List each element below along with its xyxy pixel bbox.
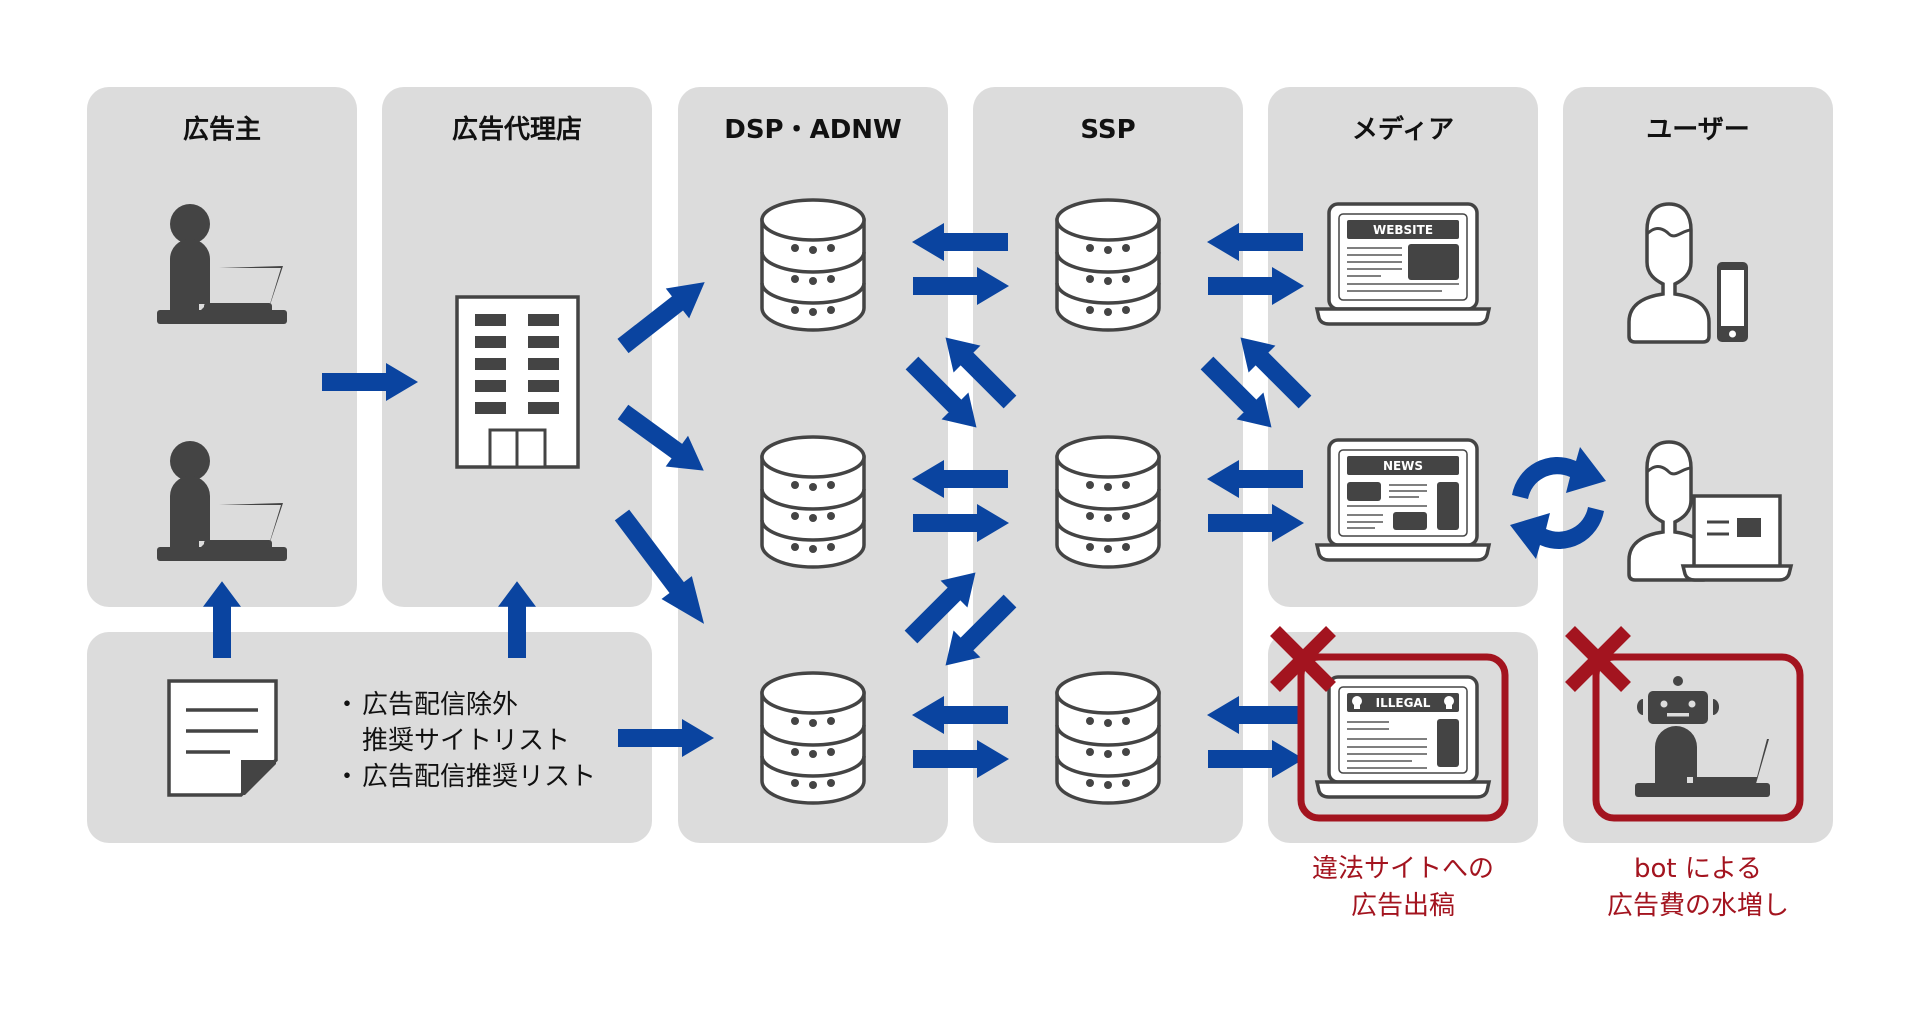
list-bullet: ・	[334, 690, 360, 720]
x-mark-icon	[1270, 626, 1336, 692]
office-building-icon	[455, 295, 580, 469]
column-title-agency: 広告代理店	[452, 114, 582, 145]
bot-at-desk-icon	[1635, 676, 1770, 797]
user-with-smartphone-icon	[1627, 202, 1748, 344]
ssp-server-icon	[1055, 435, 1161, 569]
ssp-server-icon	[1055, 198, 1161, 332]
ssp-server-icon	[1055, 671, 1161, 805]
risk-caption-bot-line2: 広告費の水増し	[1607, 891, 1789, 921]
dsp-server-icon	[760, 671, 866, 805]
list-item-exclusion-line1: 広告配信除外	[362, 690, 518, 720]
risk-caption-bot-line1: bot による	[1634, 854, 1762, 884]
risk-caption-illegal-line2: 広告出稿	[1351, 891, 1455, 921]
dsp-server-icon	[760, 198, 866, 332]
list-item: ・ 広告配信除外 推奨サイトリスト	[334, 690, 570, 756]
user-with-laptop-icon	[1627, 440, 1794, 582]
news-laptop-icon: NEWS	[1315, 438, 1491, 562]
warning-frame-bot	[1592, 653, 1804, 822]
panel-advertiser	[87, 87, 357, 607]
skull-icon	[1352, 696, 1454, 709]
column-title-ssp: SSP	[1080, 115, 1135, 145]
site-label-illegal: ILLEGAL	[1376, 696, 1431, 710]
column-title-media: メディア	[1352, 114, 1454, 145]
illegal-site-laptop-icon: ILLEGAL	[1315, 675, 1491, 799]
refresh-cycle-icon	[1510, 447, 1606, 559]
website-laptop-icon: WEBSITE	[1315, 202, 1491, 326]
site-label-news: NEWS	[1383, 459, 1423, 473]
list-item-exclusion-line2: 推奨サイトリスト	[362, 726, 570, 756]
list-item-recommended: 広告配信推奨リスト	[362, 762, 596, 792]
list-item: ・ 広告配信推奨リスト	[334, 762, 596, 792]
x-mark-icon	[1565, 626, 1631, 692]
column-title-dsp: DSP・ADNW	[724, 115, 902, 145]
warning-frame-illegal-site	[1297, 653, 1509, 822]
site-label-website: WEBSITE	[1373, 223, 1433, 237]
column-title-user: ユーザー	[1646, 115, 1749, 145]
risk-caption-illegal-line1: 違法サイトへの	[1312, 854, 1494, 884]
column-title-advertiser: 広告主	[183, 114, 261, 145]
list-bullet: ・	[334, 762, 360, 792]
panel-user	[1563, 87, 1833, 843]
dsp-server-icon	[760, 435, 866, 569]
document-icon	[167, 679, 278, 797]
